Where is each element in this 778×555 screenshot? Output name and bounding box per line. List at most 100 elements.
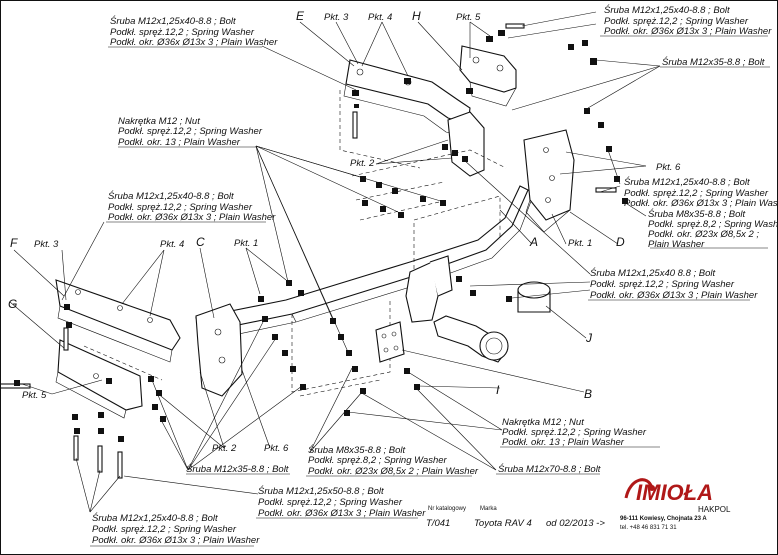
- callout-top-left: Śruba M12x1,25x40-8.8 ; Bolt Podkł. sprę…: [110, 15, 278, 48]
- svg-text:Podkł. okr. Ø36x Ø13x 3 ; Plai: Podkł. okr. Ø36x Ø13x 3 ; Plain Washer: [604, 26, 772, 37]
- svg-text:Podkł. spręż.12,2 ; Spring Was: Podkł. spręż.12,2 ; Spring Washer: [502, 427, 647, 438]
- brand-address: 96-111 Kowiesy, Chojnata 23 A: [620, 516, 707, 522]
- title-block: Nr katalogowy T/041 Marka Toyota RAV 4 o…: [426, 506, 605, 529]
- svg-text:Podkł. spręż.8,2 ; Spring Wash: Podkł. spręż.8,2 ; Spring Washer: [648, 219, 778, 230]
- svg-text:Śruba M8x35-8.8 ; Bolt: Śruba M8x35-8.8 ; Bolt: [648, 208, 746, 220]
- svg-text:Podkł. okr. 13 ; Plain Washer: Podkł. okr. 13 ; Plain Washer: [502, 437, 625, 448]
- svg-text:Śruba M12x1,25x50-8.8 ; Bolt: Śruba M12x1,25x50-8.8 ; Bolt: [258, 485, 384, 497]
- letter-j: J: [585, 331, 593, 345]
- mounting-frames: [83, 90, 507, 397]
- leader-lines: [9, 11, 770, 547]
- svg-text:Śruba M12x35-8.8 ; Bolt: Śruba M12x35-8.8 ; Bolt: [662, 56, 765, 68]
- pkt6-bottom: Pkt. 6: [264, 443, 289, 454]
- catalog-number: T/041: [426, 518, 450, 529]
- bracket-h: [447, 45, 517, 177]
- pkt3-top: Pkt. 3: [324, 12, 349, 23]
- socket-plate-b: [375, 321, 405, 363]
- bracket-d: [523, 129, 575, 233]
- pkt6-right: Pkt. 6: [656, 162, 681, 173]
- pkt2-bottom: Pkt. 2: [212, 443, 237, 454]
- svg-text:Podkł. spręż.12,2 ; Spring Was: Podkł. spręż.12,2 ; Spring Washer: [118, 126, 263, 137]
- svg-text:Śruba M12x70-8.8 ; Bolt: Śruba M12x70-8.8 ; Bolt: [498, 463, 601, 475]
- svg-text:Śruba M12x1,25x40-8.8 ; Bolt: Śruba M12x1,25x40-8.8 ; Bolt: [110, 15, 236, 27]
- letter-b: B: [584, 387, 592, 401]
- callout-m12x70: Śruba M12x70-8.8 ; Bolt: [498, 463, 601, 475]
- svg-text:Plain Washer: Plain Washer: [648, 239, 705, 250]
- brand-sub: HAKPOL: [698, 505, 731, 514]
- brand-logo: IMIOŁA HAKPOL 96-111 Kowiesy, Chojnata 2…: [620, 478, 731, 531]
- letter-i: I: [496, 383, 500, 397]
- svg-text:Podkł. okr. Ø36x Ø13x 3 ; Plai: Podkł. okr. Ø36x Ø13x 3 ; Plain Washer: [624, 198, 778, 209]
- letter-g: G: [8, 297, 17, 311]
- svg-text:Podkł. okr. Ø36x Ø13x 3 ; Plai: Podkł. okr. Ø36x Ø13x 3 ; Plain Washer: [590, 290, 758, 301]
- svg-text:Śruba M12x1,25x40-8.8 ; Bolt: Śruba M12x1,25x40-8.8 ; Bolt: [108, 190, 234, 202]
- svg-text:Śruba M12x1,25x40-8.8 ; Bolt: Śruba M12x1,25x40-8.8 ; Bolt: [604, 4, 730, 16]
- bracket-f: [55, 279, 181, 363]
- svg-text:Podkł. okr. 13 ; Plain Washer: Podkł. okr. 13 ; Plain Washer: [118, 137, 241, 148]
- svg-text:Podkł. okr. Ø36x Ø13x 3 ; Plai: Podkł. okr. Ø36x Ø13x 3 ; Plain Washer: [110, 37, 278, 48]
- callout-top-right: Śruba M12x1,25x40-8.8 ; Bolt Podkł. sprę…: [604, 4, 772, 37]
- letter-a: A: [529, 235, 538, 249]
- svg-text:Podkł. spręż.12,2 ; Spring Was: Podkł. spręż.12,2 ; Spring Washer: [604, 16, 749, 27]
- letter-f: F: [10, 236, 18, 250]
- towball-neck: [433, 315, 509, 363]
- callout-m12x35-right: Śruba M12x35-8.8 ; Bolt: [662, 56, 765, 68]
- svg-text:Podkł. okr. Ø36x Ø13x 3 ; Plai: Podkł. okr. Ø36x Ø13x 3 ; Plain Washer: [92, 535, 260, 546]
- catalog-label: Nr katalogowy: [428, 506, 466, 512]
- letter-d: D: [616, 235, 625, 249]
- callout-bolt-right: Śruba M12x1,25x40-8.8 ; Bolt Podkł. sprę…: [624, 176, 778, 209]
- svg-text:Śruba M8x35-8.8 ; Bolt: Śruba M8x35-8.8 ; Bolt: [308, 444, 406, 456]
- svg-text:Podkł. spręż.8,2 ; Spring Wash: Podkł. spręż.8,2 ; Spring Washer: [308, 455, 448, 466]
- pkt4-top: Pkt. 4: [368, 12, 392, 23]
- receiver-bracket: [405, 255, 453, 323]
- pkt1-right: Pkt. 1: [568, 238, 592, 249]
- svg-text:Śruba M12x1,25x40-8.8 ; Bolt: Śruba M12x1,25x40-8.8 ; Bolt: [92, 512, 218, 524]
- part-letters: E H F C G A D J I B: [8, 9, 625, 401]
- svg-text:Podkł. spręż.12,2 ; Spring Was: Podkł. spręż.12,2 ; Spring Washer: [258, 497, 403, 508]
- callout-nut-lower: Nakrętka M12 ; Nut Podkł. spręż.12,2 ; S…: [502, 417, 647, 448]
- ball-cap-j: [517, 281, 551, 313]
- letter-h: H: [412, 9, 421, 23]
- pkt-labels: Pkt. 3 Pkt. 4 Pkt. 5 Pkt. 2 Pkt. 6 Pkt. …: [22, 12, 681, 454]
- make-label: Marka: [480, 506, 497, 512]
- svg-text:Podkł. spręż.12,2 ; Spring Was: Podkł. spręż.12,2 ; Spring Washer: [110, 27, 255, 38]
- svg-text:Podkł. spręż.12,2 ; Spring Was: Podkł. spręż.12,2 ; Spring Washer: [590, 279, 735, 290]
- pkt5-top: Pkt. 5: [456, 12, 481, 23]
- pkt1-left: Pkt. 1: [234, 238, 258, 249]
- svg-text:Podkł. okr. Ø36x Ø13x 3 ; Plai: Podkł. okr. Ø36x Ø13x 3 ; Plain Washer: [258, 508, 426, 519]
- callout-m8-right: Śruba M8x35-8.8 ; Bolt Podkł. spręż.8,2 …: [648, 208, 778, 250]
- hook-logo-icon: [624, 478, 654, 499]
- pkt4-left: Pkt. 4: [160, 239, 184, 250]
- pkt5-left: Pkt. 5: [22, 390, 47, 401]
- letter-c: C: [196, 235, 205, 249]
- svg-text:Śruba M12x1,25x40 8.8 ; Bolt: Śruba M12x1,25x40 8.8 ; Bolt: [590, 267, 716, 279]
- svg-text:Śruba M12x1,25x40-8.8 ; Bolt: Śruba M12x1,25x40-8.8 ; Bolt: [624, 176, 750, 188]
- pkt3-left: Pkt. 3: [34, 239, 59, 250]
- callout-bolt-50: Śruba M12x1,25x50-8.8 ; Bolt Podkł. sprę…: [258, 485, 426, 519]
- bracket-c: [195, 303, 243, 397]
- svg-text:Podkł. okr. Ø23x Ø8,5x 2 ;: Podkł. okr. Ø23x Ø8,5x 2 ;: [648, 229, 759, 240]
- svg-text:Podkł. spręż.12,2 ; Spring Was: Podkł. spręż.12,2 ; Spring Washer: [624, 188, 769, 199]
- svg-text:Nakrętka M12 ; Nut: Nakrętka M12 ; Nut: [118, 116, 200, 127]
- model-name: Toyota RAV 4: [474, 518, 532, 529]
- bracket-g: [55, 339, 143, 419]
- pkt2-mid: Pkt. 2: [350, 158, 375, 169]
- letter-e: E: [296, 9, 305, 23]
- fasteners: [0, 23, 628, 479]
- brand-name: IMIOŁA: [636, 480, 713, 505]
- callout-bottom-left: Śruba M12x1,25x40-8.8 ; Bolt Podkł. sprę…: [92, 512, 260, 546]
- svg-text:Podkł. spręż.12,2 ; Spring Was: Podkł. spręż.12,2 ; Spring Washer: [108, 202, 253, 213]
- callout-m8-bottom: Śruba M8x35-8.8 ; Bolt Podkł. spręż.8,2 …: [308, 444, 479, 477]
- svg-text:Podkł. spręż.12,2 ; Spring Was: Podkł. spręż.12,2 ; Spring Washer: [92, 524, 237, 535]
- brand-phone: tel. +48 46 831 71 31: [620, 525, 677, 531]
- callout-left-bolt: Śruba M12x1,25x40-8.8 ; Bolt Podkł. sprę…: [108, 190, 276, 223]
- callout-nut-upper: Nakrętka M12 ; Nut Podkł. spręż.12,2 ; S…: [118, 116, 263, 148]
- svg-text:Nakrętka M12 ; Nut: Nakrętka M12 ; Nut: [502, 417, 584, 428]
- svg-text:Podkł. okr. Ø23x Ø8,5x 2 ; Pla: Podkł. okr. Ø23x Ø8,5x 2 ; Plain Washer: [308, 466, 479, 477]
- callout-m12x35-bottom: Śruba M12x35-8.8 ; Bolt: [186, 463, 289, 475]
- callout-bolt-b: Śruba M12x1,25x40 8.8 ; Bolt Podkł. sprę…: [590, 267, 758, 301]
- svg-text:Podkł. okr. Ø36x Ø13x 3 ; Plai: Podkł. okr. Ø36x Ø13x 3 ; Plain Washer: [108, 212, 276, 223]
- production-date: od 02/2013 ->: [546, 518, 605, 529]
- svg-text:Śruba M12x35-8.8 ; Bolt: Śruba M12x35-8.8 ; Bolt: [186, 463, 289, 475]
